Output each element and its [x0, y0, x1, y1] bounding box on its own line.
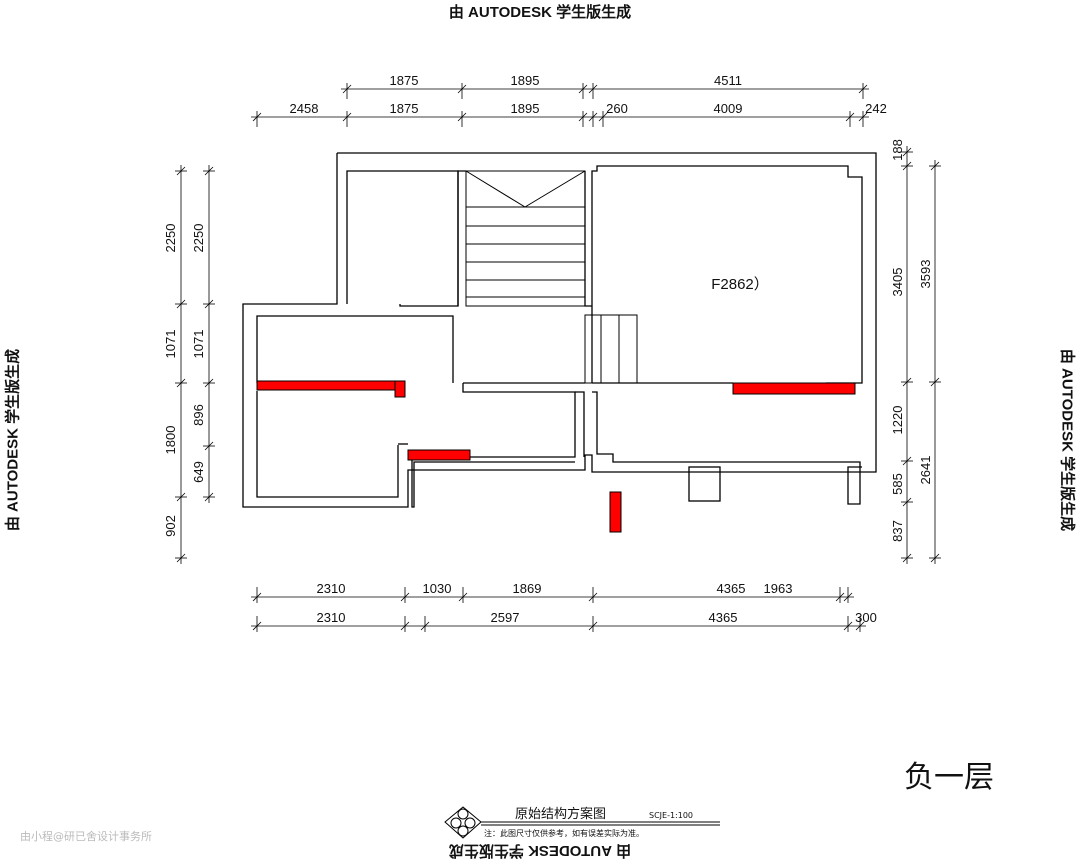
dim-bottom-outer: 2310 — [317, 610, 346, 625]
dim-bottom-inner: 1869 — [513, 581, 542, 596]
dim-bottom-outer: 2597 — [491, 610, 520, 625]
dim-bottom-outer: 300 — [855, 610, 877, 625]
dim-bottom-inner: 1030 — [423, 581, 452, 596]
dim-top-outer: 1895 — [511, 73, 540, 88]
dim-right-outer: 2641 — [918, 456, 933, 485]
dim-left-outer: 902 — [163, 515, 178, 537]
dim-top-inner: 260 — [606, 101, 628, 116]
outer-wall-outline — [242, 152, 877, 508]
red-wall-segments — [256, 380, 856, 533]
dim-bottom-inner: 2310 — [317, 581, 346, 596]
dim-left-outer: 1071 — [163, 330, 178, 359]
dim-top-outer: 4511 — [714, 73, 742, 88]
dim-top-inner: 4009 — [714, 101, 743, 116]
dim-bottom-outer: 4365 — [709, 610, 738, 625]
dim-right-inner: 837 — [890, 520, 905, 542]
dim-bottom-inner: 4365 — [717, 581, 746, 596]
dim-left-outer: 1800 — [163, 426, 178, 455]
dim-left-inner: 2250 — [191, 224, 206, 253]
dim-top-inner: 2458 — [290, 101, 319, 116]
dim-right-inner: 188 — [890, 139, 905, 161]
dim-right-inner: 1220 — [890, 406, 905, 435]
room-label: F2862） — [711, 276, 769, 293]
staircase — [465, 170, 638, 384]
title-block-scale: SCJE-1:100 — [649, 811, 693, 820]
dim-right-inner: 3405 — [890, 268, 905, 297]
dim-left-inner: 649 — [191, 461, 206, 483]
dim-top-inner: 1875 — [390, 101, 419, 116]
floor-name: 负一层 — [904, 760, 994, 795]
watermark-top: 由 AUTODESK 学生版生成 — [448, 4, 632, 21]
credit-watermark: 由小程@研已舍设计事务所 — [20, 830, 152, 843]
dim-left-inner: 1071 — [191, 330, 206, 359]
dim-right-inner: 585 — [890, 473, 905, 495]
dim-top-inner: 1895 — [511, 101, 540, 116]
dim-bottom-inner: 1963 — [764, 581, 793, 596]
dim-top-inner: 242 — [865, 101, 887, 116]
dim-left-inner: 896 — [191, 404, 206, 426]
title-block: 原始结构方案图 SCJE-1:100 注：此图尺寸仅供参考，如有误差实际为准。 — [444, 806, 720, 839]
dimension-labels: 1875 1895 4511 2458 1875 1895 260 4009 242 2250 10… — [163, 73, 933, 625]
title-block-note: 注：此图尺寸仅供参考，如有误差实际为准。 — [484, 828, 644, 838]
dim-left-outer: 2250 — [163, 224, 178, 253]
title-block-title: 原始结构方案图 — [515, 806, 606, 822]
dim-right-outer: 3593 — [918, 260, 933, 289]
dimension-lines — [175, 83, 941, 632]
dim-top-outer: 1875 — [390, 73, 419, 88]
